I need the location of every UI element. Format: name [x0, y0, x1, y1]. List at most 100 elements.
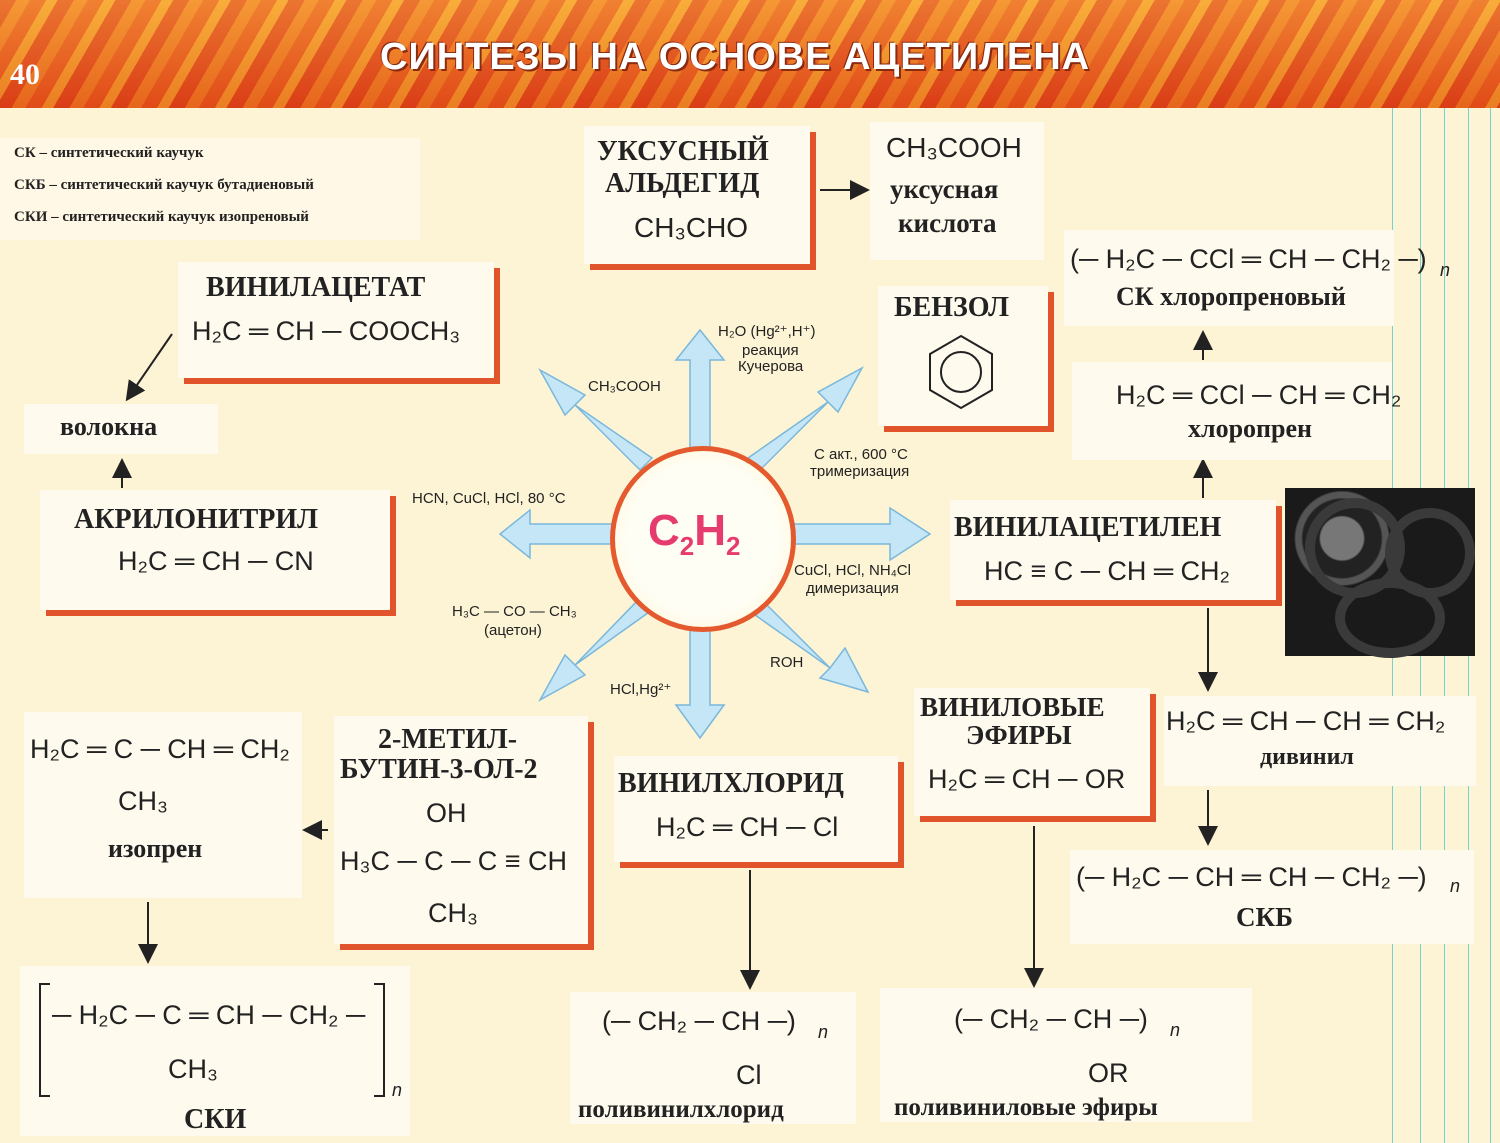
condition-dimer-reagents: CuCl, HCl, NH₄Cl — [794, 562, 911, 579]
vinyl-ethers-name1: ВИНИЛОВЫЕ — [920, 692, 1105, 722]
node-chloroprene-rubber — [1064, 230, 1394, 326]
benzene-name: БЕНЗОЛ — [894, 292, 1009, 323]
arrow-up-right — [746, 366, 864, 472]
node-vinyl-acetate — [178, 262, 494, 378]
arrow-down — [674, 619, 726, 740]
methylbutynol-oh: OH — [426, 798, 467, 828]
node-vinyl-ethers — [914, 688, 1150, 816]
chloroprene-name: хлоропрен — [1188, 414, 1313, 443]
vinyl-acetate-formula: H₂C ═ CH ─ COOCH₃ — [192, 316, 461, 346]
methylbutynol-name2: БУТИН-3-ОЛ-2 — [340, 754, 538, 785]
vinylacetylene-formula: HC ≡ C ─ CH ═ CH₂ — [984, 556, 1230, 586]
node-methylbutynol — [334, 716, 588, 944]
vinylacetylene-name: ВИНИЛАЦЕТИЛЕН — [954, 512, 1222, 543]
acetic-acid-name1: уксусная — [890, 174, 999, 204]
arrow-up-left — [538, 368, 654, 472]
polyvinyl-ethers-name: поливиниловые эфиры — [894, 1094, 1158, 1121]
acetaldehyde-name1: УКСУСНЫЙ — [597, 136, 769, 167]
acrylonitrile-formula: H₂C ═ CH ─ CN — [118, 546, 314, 576]
acetic-acid-formula: CH₃COOH — [886, 132, 1022, 163]
node-vinyl-chloride — [614, 756, 898, 862]
methylbutynol-formula: H₃C ─ C ─ C ≡ CH — [340, 846, 568, 876]
condition-kucherov-name: Кучерова — [738, 358, 804, 375]
node-divinyl — [1164, 696, 1476, 786]
benzene-ring-icon — [929, 334, 993, 410]
divinyl-formula: H₂C ═ CH ─ CH ═ CH₂ — [1166, 706, 1446, 736]
chloroprene-rubber-name: СК хлоропреновый — [1116, 282, 1346, 311]
header-banner — [0, 0, 1500, 108]
node-acetaldehyde — [584, 126, 810, 264]
page-number: 40 — [10, 58, 40, 91]
ski-formula: ─ H₂C ─ C ═ CH ─ CH₂ ─ — [52, 1000, 366, 1030]
grid-line — [1490, 108, 1491, 1143]
node-chloroprene — [1072, 362, 1392, 460]
isoprene-ch3: CH₃ — [118, 786, 168, 816]
node-acrylonitrile — [40, 490, 390, 610]
condition-hcl-hg: HCl,Hg²⁺ — [610, 681, 672, 698]
methylbutynol-ch3: CH₃ — [428, 898, 478, 928]
node-acetic-acid — [870, 122, 1044, 260]
node-fibers — [24, 404, 218, 454]
node-vinylacetylene — [950, 500, 1276, 600]
condition-kucherov-reaction: реакция — [742, 342, 799, 359]
legend-skb: СКБ – синтетический каучук бутадиеновый — [14, 177, 314, 193]
node-benzene — [878, 286, 1048, 426]
ski-name: СКИ — [184, 1104, 247, 1135]
condition-acetic-acid: CH₃COOH — [588, 378, 661, 395]
ski-brackets — [39, 983, 385, 1097]
node-pvc — [570, 992, 856, 1124]
acetylene-formula: C2H2 — [648, 506, 741, 561]
isoprene-formula: H₂C ═ C ─ CH ═ CH₂ — [30, 734, 290, 764]
legend-ski: СКИ – синтетический каучук изопреновый — [14, 209, 309, 225]
vinyl-acetate-name: ВИНИЛАЦЕТАТ — [206, 272, 426, 303]
node-ski — [20, 966, 410, 1136]
condition-acetone-formula: H₃C — CO — CH₃ — [452, 603, 577, 620]
fibers-name: волокна — [60, 412, 158, 441]
node-isoprene — [24, 712, 302, 898]
vinyl-ethers-name2: ЭФИРЫ — [966, 720, 1072, 750]
ski-ch3: CH₃ — [168, 1054, 218, 1084]
pvc-sub: Cl — [736, 1060, 762, 1090]
condition-benzene-temp: C акт., 600 °C — [814, 446, 908, 463]
acetic-acid-name2: кислота — [898, 208, 997, 238]
arrow-up — [674, 328, 726, 451]
acetylene-circle — [610, 446, 796, 632]
skb-formula: (─ H₂C ─ CH ═ CH ─ CH₂ ─) — [1076, 862, 1427, 892]
acetaldehyde-formula: CH₃CHO — [634, 212, 749, 243]
node-skb — [1070, 850, 1474, 944]
methylbutynol-name1: 2-МЕТИЛ- — [378, 724, 518, 755]
acrylonitrile-name: АКРИЛОНИТРИЛ — [74, 504, 319, 535]
arrow-right — [787, 506, 932, 562]
node-polyvinyl-ethers — [880, 988, 1252, 1122]
polyvinyl-ethers-n: n — [1170, 1020, 1181, 1040]
condition-hcn: HCN, CuCl, HCl, 80 °C — [412, 490, 566, 507]
chloroprene-rubber-formula: (─ H₂C ─ CCl ═ CH ─ CH₂ ─) — [1070, 244, 1427, 274]
arrow-left — [498, 508, 613, 560]
polyvinyl-ethers-formula: (─ CH₂ ─ CH ─) — [954, 1004, 1148, 1034]
arrow-down-left — [538, 596, 654, 702]
skb-name: СКБ — [1236, 902, 1293, 932]
vinyl-ethers-formula: H₂C ═ CH ─ OR — [928, 764, 1126, 794]
chloroprene-rubber-n: n — [1440, 260, 1451, 280]
divinyl-name: дивинил — [1260, 744, 1354, 770]
vinyl-chloride-name: ВИНИЛХЛОРИД — [618, 768, 844, 799]
tyres-photo — [1285, 488, 1475, 658]
tyre-image — [1335, 578, 1445, 658]
pvc-n: n — [818, 1022, 829, 1042]
pvc-name: поливинилхлорид — [578, 1096, 784, 1123]
page-title: СИНТЕЗЫ НА ОСНОВЕ АЦЕТИЛЕНА — [380, 36, 1091, 78]
condition-roh: ROH — [770, 654, 804, 671]
ski-n: n — [392, 1080, 403, 1100]
condition-acetone: (ацетон) — [484, 622, 542, 639]
abbreviation-legend: СК – синтетический каучук СКБ – синтетич… — [0, 138, 420, 240]
vinyl-chloride-formula: H₂C ═ CH ─ Cl — [656, 812, 839, 842]
polyvinyl-ethers-sub: OR — [1088, 1058, 1129, 1088]
chloroprene-formula: H₂C ═ CCl ─ CH ═ CH₂ — [1116, 380, 1402, 410]
legend-sk: СК – синтетический каучук — [14, 145, 204, 161]
pvc-formula: (─ CH₂ ─ CH ─) — [602, 1006, 796, 1036]
skb-n: n — [1450, 876, 1461, 896]
acetaldehyde-name2: АЛЬДЕГИД — [605, 168, 760, 199]
condition-trimerization: тримеризация — [810, 463, 910, 480]
condition-kucherov-reagents: H₂O (Hg²⁺,H⁺) — [718, 323, 816, 340]
